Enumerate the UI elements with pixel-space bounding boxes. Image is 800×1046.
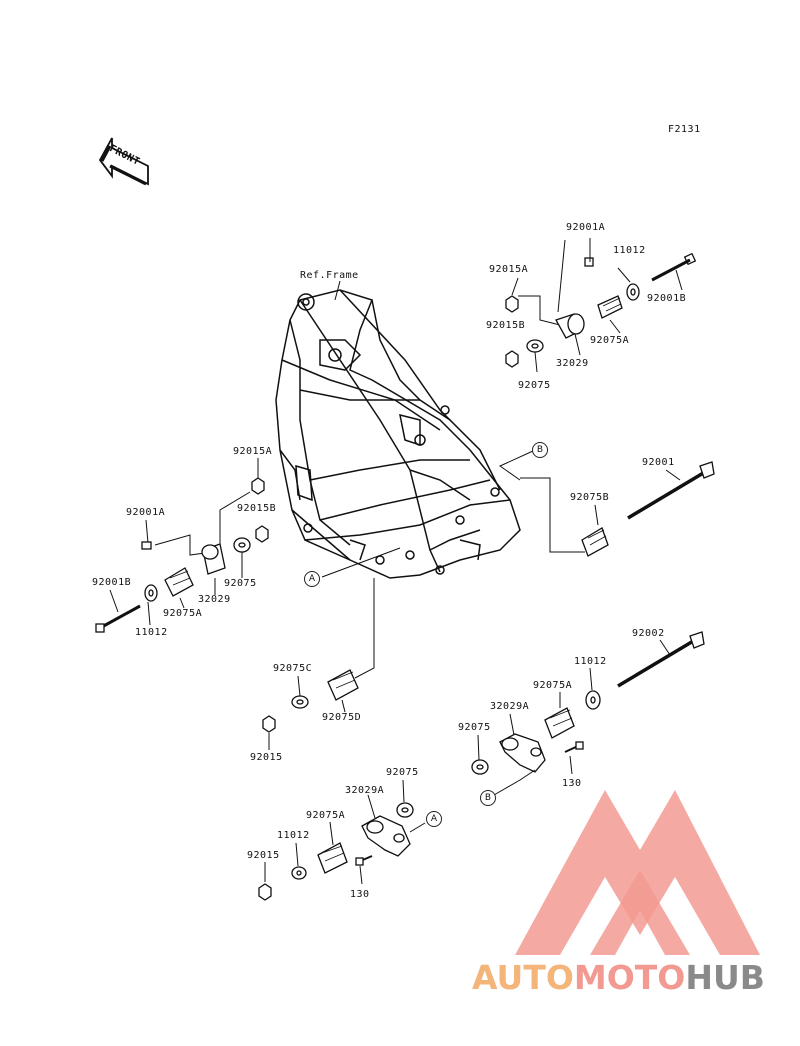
part-label-92075A-left: 92075A bbox=[163, 608, 203, 619]
part-label-92001B-top: 92001B bbox=[647, 293, 687, 304]
part-label-11012-left: 11012 bbox=[135, 627, 168, 638]
reference-marker-b-top: B bbox=[532, 442, 548, 458]
top-right-parts bbox=[505, 238, 697, 373]
wordmark-moto: MOTO bbox=[573, 958, 686, 997]
part-label-32029A-bottom: 32029A bbox=[345, 785, 385, 796]
part-label-92075B-mid: 92075B bbox=[570, 492, 610, 503]
part-label-11012-top: 11012 bbox=[613, 245, 646, 256]
wordmark-hub: HUB bbox=[685, 958, 765, 997]
part-label-130-right: 130 bbox=[562, 778, 582, 789]
part-label-92001A-left: 92001A bbox=[126, 507, 166, 518]
part-label-92075D: 92075D bbox=[322, 712, 362, 723]
part-label-92015A-left: 92015A bbox=[233, 446, 273, 457]
part-label-92075C: 92075C bbox=[273, 663, 313, 674]
part-label-32029A-right: 32029A bbox=[490, 701, 530, 712]
wordmark-auto: AUTO bbox=[472, 958, 574, 997]
part-label-92001A-top: 92001A bbox=[566, 222, 606, 233]
frame-outline bbox=[275, 289, 521, 579]
left-parts bbox=[95, 458, 269, 633]
part-label-130-bottom: 130 bbox=[350, 889, 370, 900]
reference-marker-a-frame: A bbox=[304, 571, 320, 587]
part-label-92075A-bottom: 92075A bbox=[306, 810, 346, 821]
automotohub-logo bbox=[515, 790, 760, 955]
part-label-92001-mid: 92001 bbox=[642, 457, 675, 468]
right-lower-parts bbox=[471, 631, 705, 796]
automotohub-wordmark: AUTOMOTOHUB bbox=[472, 958, 765, 998]
part-label-11012-bottom: 11012 bbox=[277, 830, 310, 841]
part-label-92075A-right: 92075A bbox=[533, 680, 573, 691]
part-label-92015-center: 92015 bbox=[250, 752, 283, 763]
part-label-92015B-left: 92015B bbox=[237, 503, 277, 514]
part-label-32029-top: 32029 bbox=[556, 358, 589, 369]
frame-label: Ref.Frame bbox=[300, 270, 359, 281]
center-lower-parts bbox=[262, 669, 359, 750]
part-label-92075-right: 92075 bbox=[458, 722, 491, 733]
mid-right-parts bbox=[581, 461, 715, 557]
part-label-92015A-top: 92015A bbox=[489, 264, 529, 275]
part-label-11012-right: 11012 bbox=[574, 656, 607, 667]
part-label-92075-top: 92075 bbox=[518, 380, 551, 391]
reference-marker-a-lower: A bbox=[426, 811, 442, 827]
bottom-parts bbox=[258, 779, 426, 901]
part-label-32029-left: 32029 bbox=[198, 594, 231, 605]
part-label-92075-bottom: 92075 bbox=[386, 767, 419, 778]
figure-code: F2131 bbox=[668, 124, 701, 135]
part-label-92001B-left: 92001B bbox=[92, 577, 132, 588]
part-label-92015B-top: 92015B bbox=[486, 320, 526, 331]
part-label-92002: 92002 bbox=[632, 628, 665, 639]
front-arrow-icon bbox=[98, 137, 149, 186]
part-label-92075A-top: 92075A bbox=[590, 335, 630, 346]
part-label-92015-bottom: 92015 bbox=[247, 850, 280, 861]
part-label-92075-left: 92075 bbox=[224, 578, 257, 589]
reference-marker-b-lower: B bbox=[480, 790, 496, 806]
